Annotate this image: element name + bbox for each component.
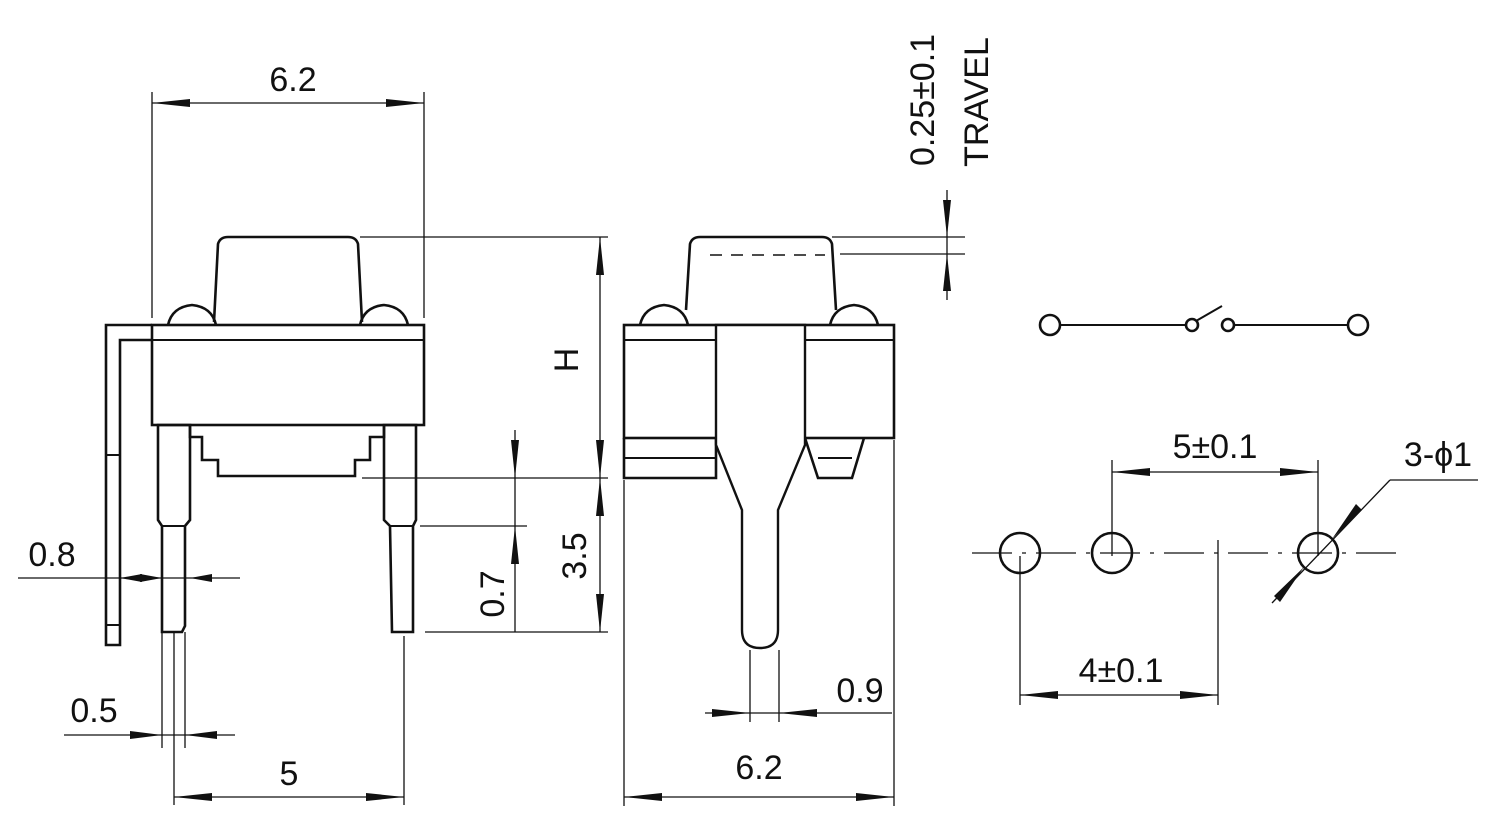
- label-side-lead-width: 0.9: [836, 672, 883, 710]
- label-hole-diameter: 3-ϕ1: [1404, 436, 1472, 474]
- front-lead-left: [156, 423, 192, 634]
- label-lead-length: 3.5: [556, 532, 594, 579]
- front-shoulder-right: [358, 303, 410, 326]
- dim-hole-pitch-bottom: 4±0.1: [1020, 652, 1218, 699]
- dim-height: H 3.5: [360, 236, 608, 633]
- dim-side-lead-width: 0.9: [705, 650, 892, 722]
- dim-lead-pitch: 5: [173, 632, 405, 805]
- switch-symbol: [1038, 305, 1370, 337]
- dim-travel: 0.25±0.1 TRAVEL: [832, 34, 996, 300]
- label-height-h: H: [548, 348, 586, 373]
- label-side-width: 6.2: [735, 749, 782, 787]
- front-lead-right: [382, 423, 418, 634]
- pcb-layout: [972, 460, 1398, 705]
- label-lead-pitch: 5: [280, 755, 299, 793]
- dim-hole-diameter: 3-ϕ1: [1271, 436, 1478, 604]
- dim-bracket-thickness: 0.8: [18, 536, 240, 582]
- label-hole-pitch-bottom: 4±0.1: [1079, 652, 1164, 690]
- front-view: [104, 235, 426, 647]
- dim-side-width: 6.2: [623, 440, 895, 806]
- front-body: [150, 323, 426, 427]
- side-view: [622, 235, 896, 650]
- label-travel-word: TRAVEL: [958, 37, 996, 167]
- label-hole-pitch-top: 5±0.1: [1173, 428, 1258, 466]
- label-lead-width: 0.5: [70, 692, 117, 730]
- side-shoulder-right: [828, 303, 880, 326]
- dim-lead-step: 0.7: [420, 430, 527, 632]
- label-lead-step: 0.7: [474, 570, 512, 617]
- front-shoulder-left: [166, 303, 218, 326]
- label-bracket-thickness: 0.8: [28, 536, 75, 574]
- front-plunger: [212, 235, 364, 323]
- side-plunger: [684, 235, 838, 311]
- side-shoulder-left: [638, 303, 690, 326]
- label-travel-value: 0.25±0.1: [904, 34, 942, 166]
- dim-lead-width: 0.5: [64, 632, 235, 748]
- label-top-width: 6.2: [269, 61, 316, 99]
- front-base-profile: [188, 425, 386, 478]
- side-lead: [714, 323, 807, 650]
- dim-hole-pitch-top: 5±0.1: [1112, 428, 1318, 476]
- dim-top-width: 6.2: [151, 61, 425, 318]
- front-bracket: [104, 323, 152, 647]
